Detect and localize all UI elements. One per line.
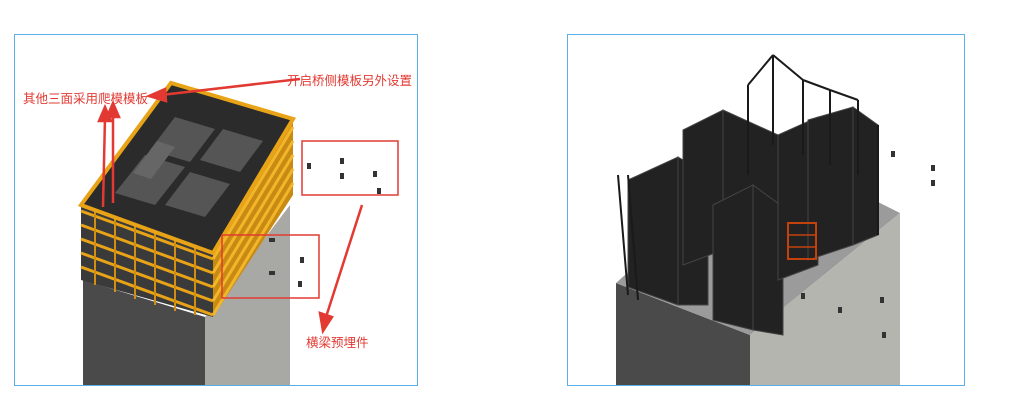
pier-yellow-formwork-illustration <box>77 77 399 385</box>
beam-embedded-parts-label: 横梁预埋件 <box>306 335 369 350</box>
pier-black-formwork-illustration <box>616 54 935 385</box>
left-panel: 其他三面采用爬模模板 开启桥侧模板另外设置 横梁预埋件 <box>14 34 418 386</box>
right-panel <box>567 34 965 386</box>
climbing-formwork-label: 其他三面采用爬模模板 <box>23 91 149 106</box>
bridge-side-formwork-label: 开启桥侧模板另外设置 <box>287 73 413 88</box>
